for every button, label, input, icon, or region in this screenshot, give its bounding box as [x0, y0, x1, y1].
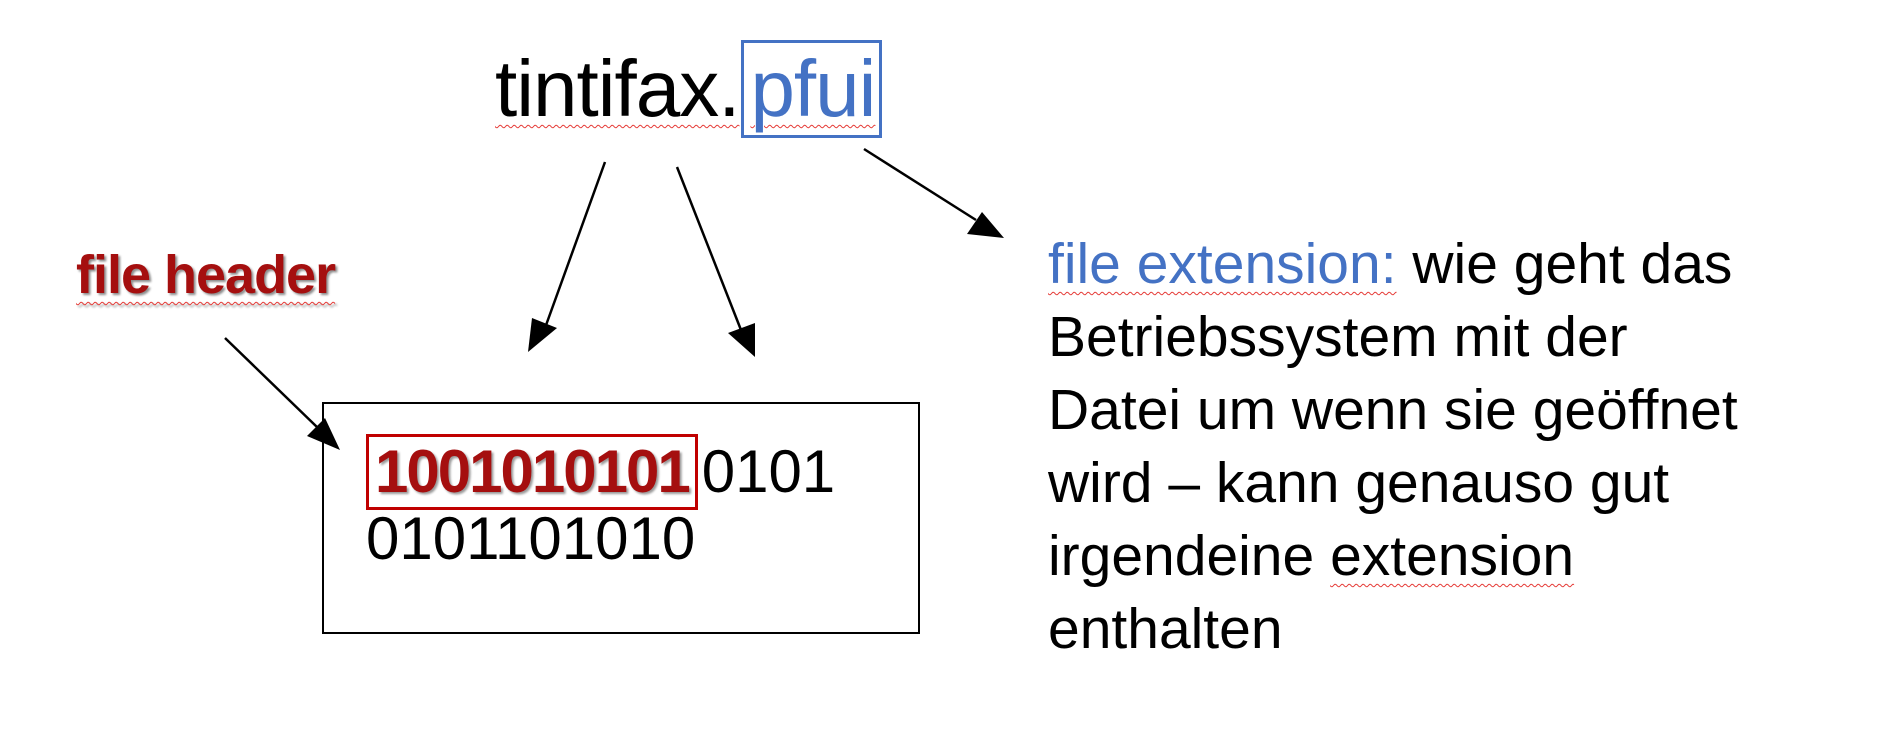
explanation-line-5: irgendeine extension	[1048, 520, 1868, 593]
explanation-line-3: Datei um wenn sie geöffnet	[1048, 378, 1738, 442]
binary-line-2: 0101101010	[366, 505, 696, 572]
extension-highlight-box: pfui	[741, 40, 883, 138]
arrow-to-explanation	[863, 147, 1004, 238]
filename-extension: pfui	[750, 44, 876, 133]
explanation-line-4: wird – kann genauso gut	[1048, 451, 1670, 515]
explanation-line-1: file extension: wie geht das	[1048, 228, 1868, 301]
arrow-to-binary-left	[528, 161, 607, 352]
binary-header-bits: 1001010101	[366, 434, 698, 510]
arrow-to-header-bits	[224, 337, 340, 450]
file-header-label: file header	[76, 245, 336, 305]
explanation-line-2: Betriebssystem mit der	[1048, 305, 1628, 369]
explanation-extension-word: extension	[1330, 524, 1575, 588]
arrow-to-binary-right	[675, 166, 755, 357]
explanation-line-1-rest: wie geht das	[1396, 232, 1733, 296]
binary-line-1-rest: 0101	[701, 438, 836, 505]
explanation-line-5-pre: irgendeine	[1048, 524, 1331, 588]
filename: tintifax.pfui	[495, 40, 883, 138]
filename-base: tintifax.	[495, 44, 740, 133]
extension-explanation: file extension: wie geht das Betriebssys…	[1048, 228, 1868, 666]
explanation-line-6: enthalten	[1048, 597, 1283, 661]
file-extension-term: file extension:	[1048, 232, 1397, 296]
